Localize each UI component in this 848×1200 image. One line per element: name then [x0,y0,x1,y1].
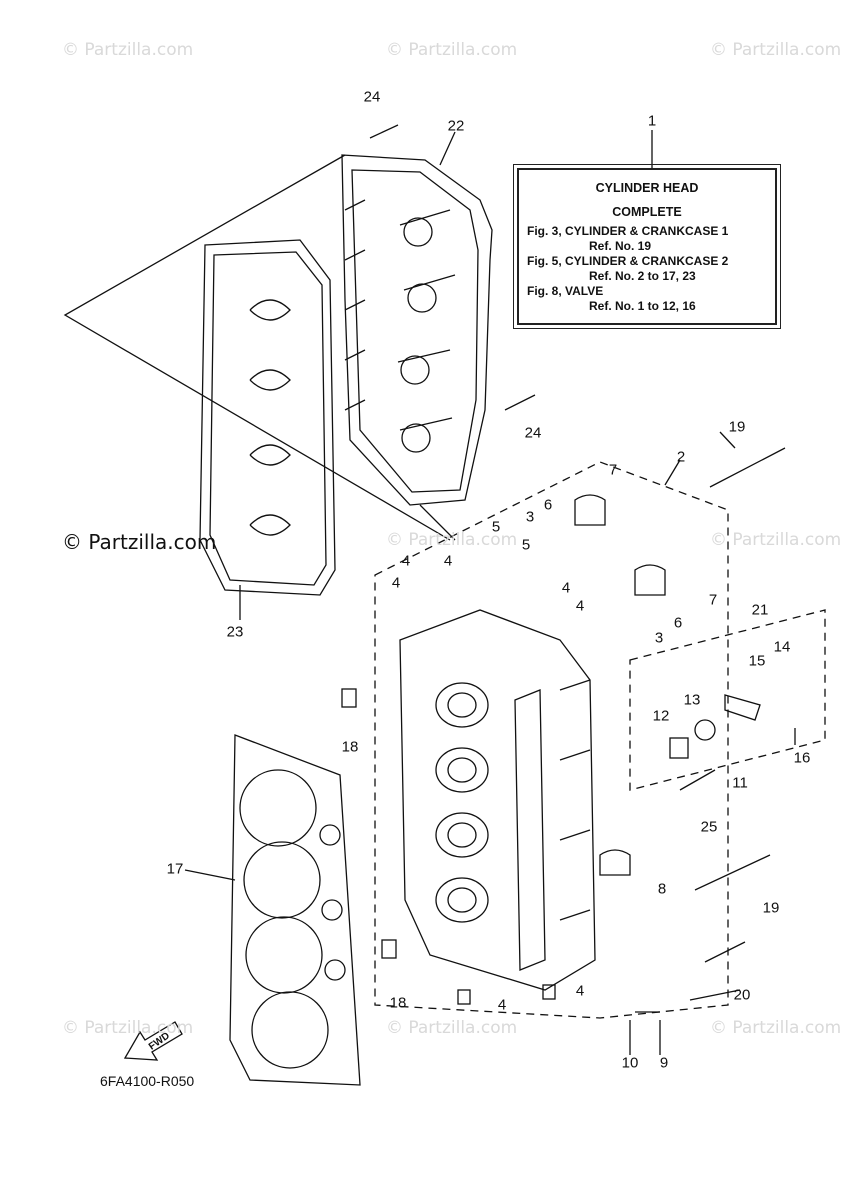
cylinder-head [399,609,596,991]
callout-24: 24 [363,88,381,106]
callout-22: 22 [447,117,465,135]
watermark: © Partzilla.com [62,40,194,60]
callout-11: 11 [732,774,748,792]
info-box-line: Fig. 8, VALVE [527,284,604,298]
callout-23: 23 [226,623,244,641]
callout-19: 19 [728,418,746,436]
watermark: © Partzilla.com [386,530,518,550]
watermark: © Partzilla.com [710,530,842,550]
callout-24: 24 [524,424,542,442]
callout-16: 16 [793,749,811,767]
callout-15: 15 [748,652,766,670]
callout-6: 6 [543,496,553,514]
info-box-subtitle: COMPLETE [612,205,682,219]
callout-18: 18 [389,994,407,1012]
callout-10: 10 [621,1054,639,1072]
info-box-title: CYLINDER HEAD [595,181,699,195]
fwd-arrow [123,1021,183,1061]
info-box-line: Fig. 3, CYLINDER & CRANKCASE 1 [527,224,729,238]
callout-12: 12 [652,707,670,725]
callout-20: 20 [733,986,751,1004]
callout-9: 9 [659,1054,669,1072]
callout-8: 8 [657,880,667,898]
info-box-line: Ref. No. 19 [589,239,652,253]
callout-4: 4 [401,552,411,570]
callout-4: 4 [575,597,585,615]
callout-4: 4 [443,552,453,570]
callout-17: 17 [166,860,184,878]
callout-4: 4 [575,982,585,1000]
info-box-line: Ref. No. 1 to 12, 16 [589,299,696,313]
callout-25: 25 [700,818,718,836]
callout-3: 3 [654,629,664,647]
callout-7: 7 [608,461,618,479]
callout-2: 2 [676,448,686,466]
callout-6: 6 [673,614,683,632]
info-box: CYLINDER HEAD COMPLETE Fig. 3, CYLINDER … [513,164,781,329]
head-gasket [229,734,361,1086]
watermark: © Partzilla.com [386,40,518,60]
watermark: © Partzilla.com [710,1018,842,1038]
callout-4: 4 [561,579,571,597]
callout-1: 1 [647,112,657,130]
callout-18: 18 [341,738,359,756]
watermark: © Partzilla.com [62,1018,194,1038]
cylinder-head-cover [341,154,493,506]
watermark: © Partzilla.com [710,40,842,60]
callout-21: 21 [751,601,769,619]
info-box-line: Ref. No. 2 to 17, 23 [589,269,696,283]
callout-7: 7 [708,591,718,609]
callout-4: 4 [391,574,401,592]
callout-5: 5 [491,518,501,536]
callout-4: 4 [497,996,507,1014]
callout-3: 3 [525,508,535,526]
watermark: © Partzilla.com [386,1018,518,1038]
callout-13: 13 [683,691,701,709]
callout-5: 5 [521,536,531,554]
diagram-part-code: 6FA4100-R050 [100,1073,195,1089]
cover-gasket [199,239,336,596]
partzilla-brand-label: © Partzilla.com [62,530,217,554]
callout-14: 14 [773,638,791,656]
info-box-line: Fig. 5, CYLINDER & CRANKCASE 2 [527,254,729,268]
callout-19: 19 [762,899,780,917]
